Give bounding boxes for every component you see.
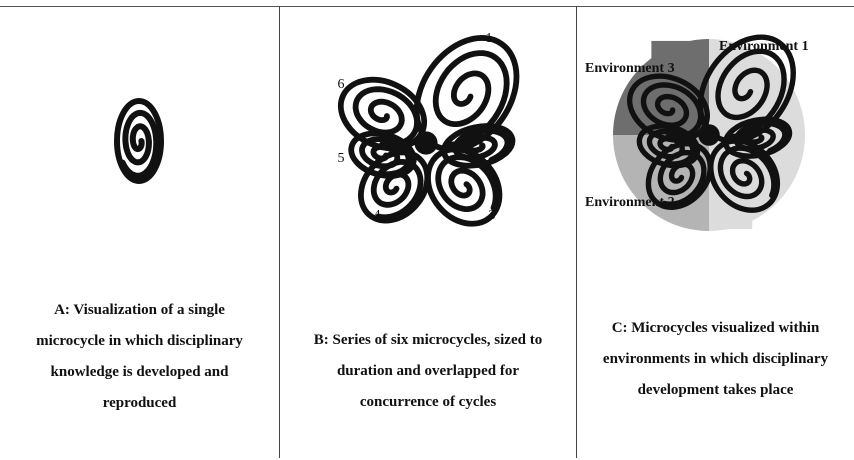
caption-line: concurrence of cycles (288, 387, 568, 418)
caption-line: knowledge is developed and (10, 357, 269, 388)
caption-line: A: Visualization of a single (10, 295, 269, 326)
cycle-number-5: 5 (333, 151, 349, 167)
six-microcycles-butterfly (280, 7, 576, 267)
caption-line: reproduced (10, 388, 269, 419)
env-cycle-center (698, 124, 720, 146)
cycle-number-3: 3 (484, 208, 500, 224)
cycle-number-6: 6 (333, 77, 349, 93)
cycle-number-2: 2 (504, 133, 520, 149)
panel-c: Environment 1 Environment 2 Environment … (577, 7, 854, 457)
caption-line: development takes place (585, 375, 846, 406)
cycle-number-1: 1 (481, 31, 497, 47)
environment-2-label: Environment 2 (585, 195, 675, 211)
caption-line: microcycle in which disciplinary (10, 326, 269, 357)
single-microcycle-spiral (0, 7, 279, 267)
caption-line: B: Series of six microcycles, sized to (288, 325, 568, 356)
cycle-number-4: 4 (369, 208, 385, 224)
cycle-center (414, 131, 437, 154)
environment-3-label: Environment 3 (585, 61, 675, 77)
caption-line: C: Microcycles visualized within (585, 313, 846, 344)
caption-line: environments in which disciplinary (585, 344, 846, 375)
panel-c-caption: C: Microcycles visualized within environ… (585, 313, 846, 406)
panel-b-caption: B: Series of six microcycles, sized to d… (288, 325, 568, 418)
environment-1-label: Environment 1 (719, 39, 809, 55)
panel-a-caption: A: Visualization of a single microcycle … (10, 295, 269, 419)
caption-line: duration and overlapped for (288, 356, 568, 387)
panel-a: A: Visualization of a single microcycle … (0, 7, 279, 457)
panel-b: 1 2 3 4 5 6 B: Series of six microcycles… (280, 7, 576, 457)
microcycle-spiral (117, 101, 161, 181)
environments-circle-diagram (577, 7, 854, 267)
